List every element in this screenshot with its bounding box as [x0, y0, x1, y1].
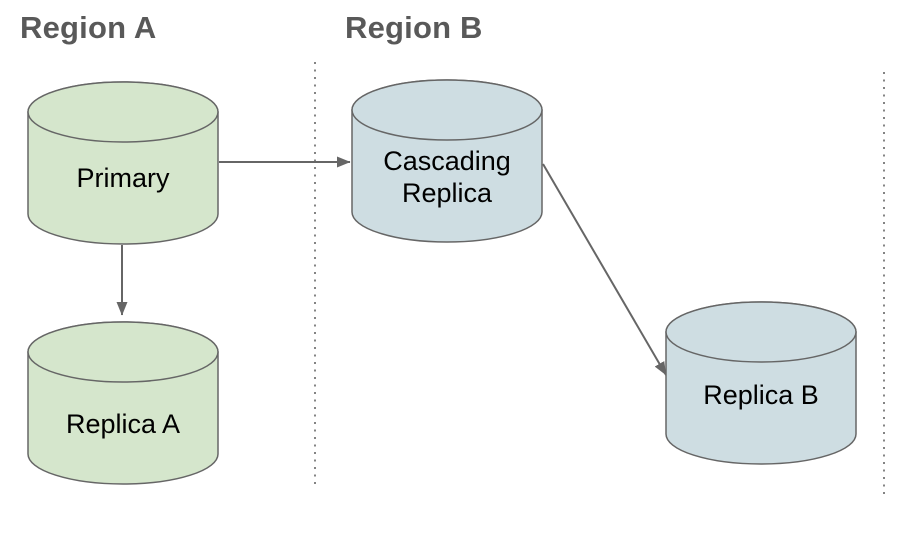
node-replica-b: Replica B: [664, 300, 858, 466]
region-b-label: Region B: [345, 10, 483, 45]
database-cylinder-icon: [665, 301, 857, 465]
region-a-label: Region A: [20, 10, 157, 45]
database-cylinder-icon: [27, 81, 219, 245]
node-replica-a: Replica A: [26, 320, 220, 486]
edge-cascading-replica-to-replica-b: [542, 163, 667, 376]
node-replica-b-label: Replica B: [703, 380, 819, 410]
node-primary-label: Primary: [76, 163, 170, 193]
node-primary: Primary: [26, 80, 220, 246]
database-cylinder-icon: [27, 321, 219, 485]
node-replica-a-label: Replica A: [65, 409, 181, 439]
database-cylinder-icon: [351, 79, 543, 243]
node-cascading-replica-label: Cascading Replica: [383, 146, 511, 208]
node-cascading-replica: Cascading Replica: [350, 78, 544, 244]
